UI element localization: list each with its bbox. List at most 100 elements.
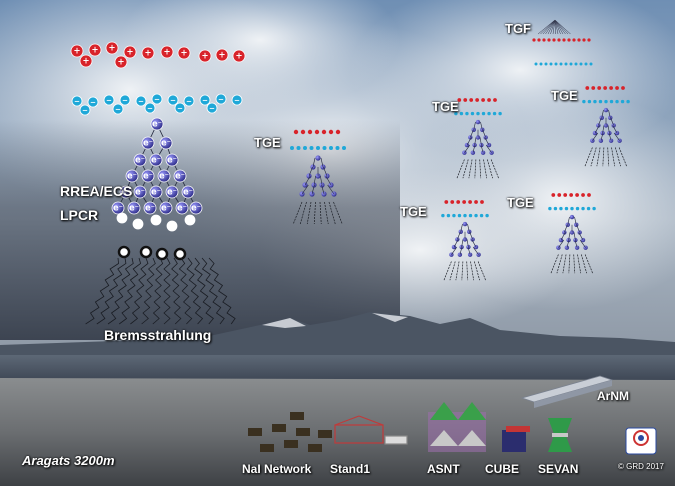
bremsstrahlung-label: Bremsstrahlung: [104, 327, 212, 343]
gamma-source: [139, 245, 153, 259]
svg-text:+: +: [91, 45, 98, 55]
electron: e⁻: [159, 201, 173, 215]
svg-text:+: +: [201, 51, 208, 61]
negative-charge: [604, 99, 608, 104]
svg-text:e⁻: e⁻: [161, 203, 171, 213]
electron: e⁻: [181, 185, 195, 199]
positive-charge: [475, 98, 480, 102]
negative-charge: −: [199, 94, 211, 106]
positive-charge: +: [70, 44, 84, 58]
electron-avalanche-cascade: e⁻e⁻e⁻e⁻e⁻e⁻e⁻e⁻e⁻e⁻e⁻e⁻e⁻e⁻e⁻e⁻e⁻e⁻e⁻e⁻…: [85, 117, 236, 325]
positive-charge: +: [123, 45, 137, 59]
negative-charge: [465, 111, 469, 116]
positive-charge: +: [160, 45, 174, 59]
tgf-label: TGF: [505, 21, 531, 36]
negative-charge: [554, 62, 558, 66]
positron: [166, 220, 178, 232]
storm-shade: [0, 120, 400, 340]
negative-charge: [598, 99, 603, 104]
electron: e⁻: [165, 153, 179, 167]
negative-charge: −: [167, 94, 179, 106]
negative-charge: [593, 99, 597, 104]
negative-charge: [468, 213, 473, 218]
negative-charge: [626, 99, 630, 104]
electron: e⁻: [127, 201, 141, 215]
svg-text:e⁻: e⁻: [143, 138, 153, 148]
asnt-label: ASNT: [427, 462, 460, 476]
cube-detector: [502, 426, 530, 452]
negative-charge: −: [135, 95, 147, 107]
svg-text:e⁻: e⁻: [121, 187, 131, 197]
negative-charge: [309, 146, 314, 150]
electron: e⁻: [125, 169, 139, 183]
positive-charge: [457, 98, 462, 102]
positive-charge: [615, 86, 619, 90]
electron: e⁻: [143, 201, 157, 215]
positive-charge: [493, 98, 497, 102]
negative-charge: [544, 62, 548, 66]
copyright-label: © GRD 2017: [618, 462, 664, 471]
svg-text:−: −: [170, 96, 176, 104]
negative-charge: −: [112, 103, 124, 115]
electron: e⁻: [189, 201, 203, 215]
negative-charge: [586, 206, 591, 211]
positive-charge: [456, 200, 461, 204]
positive-charge: [547, 38, 551, 42]
electron: [603, 107, 609, 113]
electron: [476, 252, 481, 257]
positron: [132, 218, 144, 230]
grd-logo: [625, 427, 657, 455]
negative-charge: [335, 146, 340, 150]
electron: [462, 221, 468, 227]
electron: [558, 237, 564, 243]
lpcr-label: LPCR: [60, 207, 99, 223]
electron: [483, 135, 488, 140]
negative-charge: [441, 213, 445, 218]
negative-charge: −: [183, 95, 195, 107]
negative-charge: [559, 206, 563, 211]
svg-text:−: −: [186, 97, 192, 105]
negative-charge: −: [87, 96, 99, 108]
svg-text:e⁻: e⁻: [135, 187, 145, 197]
electron: e⁻: [165, 185, 179, 199]
positive-charge: [582, 38, 586, 42]
negative-charge: [584, 62, 588, 66]
electron: e⁻: [175, 201, 189, 215]
positive-charge: [537, 38, 541, 42]
svg-text:e⁻: e⁻: [151, 155, 161, 165]
tge-label-2: TGE: [432, 99, 459, 114]
nai-network-label: NaI Network: [242, 462, 312, 476]
negative-charge: [342, 146, 346, 150]
svg-text:e⁻: e⁻: [152, 119, 162, 129]
gamma-source: [155, 247, 169, 261]
positive-charge: [307, 129, 313, 135]
svg-text:−: −: [122, 96, 128, 104]
negative-charge: [553, 206, 558, 211]
negative-charge: [459, 111, 464, 116]
negative-charge: [492, 111, 497, 116]
svg-text:+: +: [235, 51, 242, 61]
positive-charge: +: [198, 49, 212, 63]
svg-text:e⁻: e⁻: [145, 203, 155, 213]
lake: [0, 355, 675, 380]
svg-text:e⁻: e⁻: [151, 187, 161, 197]
positive-charge: [462, 200, 467, 204]
electron: [467, 252, 473, 257]
electron: [489, 150, 494, 155]
svg-text:e⁻: e⁻: [175, 171, 185, 181]
negative-charge: [615, 99, 619, 104]
svg-text:−: −: [234, 96, 240, 104]
negative-charge: [592, 206, 596, 211]
positive-charge: [480, 200, 484, 204]
negative-charge: [582, 99, 586, 104]
svg-text:e⁻: e⁻: [143, 171, 153, 181]
rrea-label: RREA/ECS: [60, 183, 133, 199]
negative-charge: [452, 213, 456, 218]
negative-charge: [485, 213, 489, 218]
positive-charge: [597, 86, 602, 90]
sevan-label: SEVAN: [538, 462, 579, 476]
negative-charge: [609, 99, 614, 104]
positive-charge: [577, 38, 581, 42]
negative-charge: [575, 206, 580, 211]
negative-charge: −: [231, 94, 243, 106]
